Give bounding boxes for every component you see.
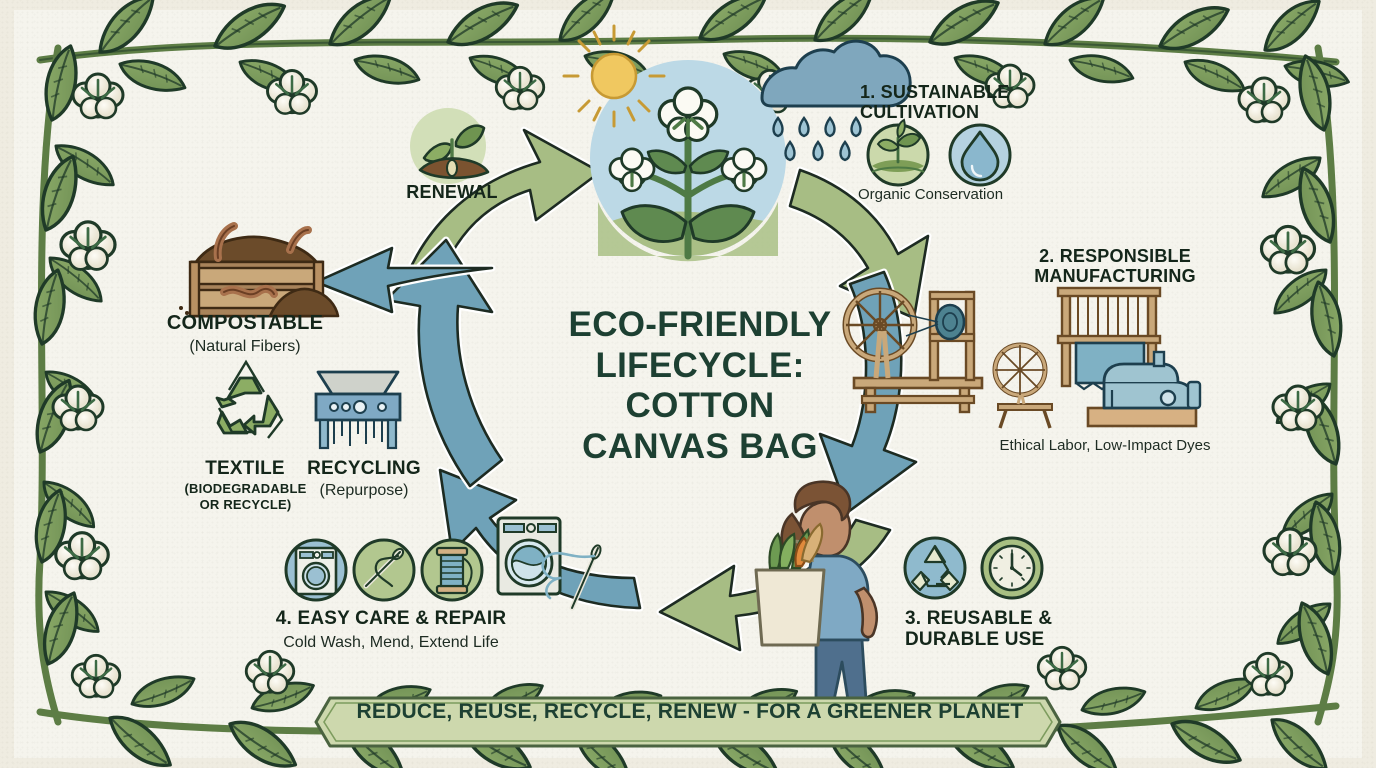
label-easy-care-repair: 4. EASY CARE & REPAIR: [275, 608, 507, 629]
cotton-plant-icon: [608, 86, 768, 260]
label-manufacturing-line-1: 2. RESPONSIBLE: [1039, 246, 1191, 266]
spinning-wheel-small-icon: [992, 342, 1053, 429]
shredder-icon: [314, 370, 402, 450]
washing-machine-icon: [496, 516, 562, 596]
label-reusable-durable-use: 3. REUSABLE & DURABLE USE: [905, 608, 1105, 651]
title-line-3: COTTON: [625, 386, 775, 426]
caption-cold-wash: Cold Wash, Mend, Extend Life: [283, 634, 499, 651]
label-recycling: RECYCLING: [307, 458, 421, 479]
label-cultivation-line-1: 1. SUSTAINABLE: [860, 82, 1010, 102]
organic-field-sprout-icon: [866, 118, 930, 187]
caption-natural-fibers: (Natural Fibers): [189, 338, 301, 355]
banner-slogan: REDUCE, REUSE, RECYCLE, RENEW - FOR A GR…: [356, 700, 1024, 723]
label-reuse-line-1: 3. REUSABLE &: [905, 608, 1053, 629]
title-line-2: LIFECYCLE:: [595, 345, 805, 385]
caption-organic-conservation: Organic Conservation: [858, 186, 1004, 203]
spinning-wheel-icon: [842, 287, 984, 414]
sprout-icon: [410, 108, 490, 184]
caption-ethical-labor: Ethical Labor, Low-Impact Dyes: [999, 437, 1211, 454]
needle-thread-icon: [541, 544, 602, 611]
rain-cloud-icon: [760, 39, 912, 162]
caption-repurpose: (Repurpose): [319, 482, 409, 499]
tote-bag-person-icon: [754, 480, 878, 702]
compost-crate-icon: [179, 222, 340, 318]
water-drop-icon: [948, 123, 1012, 187]
page-title: ECO-FRIENDLY LIFECYCLE: COTTON CANVAS BA…: [545, 305, 855, 467]
sewing-machine-icon: [1086, 350, 1202, 428]
washing-machine-circle-icon: [284, 538, 348, 602]
label-renewal: RENEWAL: [406, 182, 498, 202]
label-reuse-line-2: DURABLE USE: [905, 629, 1045, 651]
label-manufacturing-line-2: MANUFACTURING: [1034, 266, 1196, 287]
caption-textile-line-2: OR RECYCLE): [199, 497, 292, 513]
title-line-4: CANVAS BAG: [582, 426, 818, 466]
needle-thread-circle-icon: [352, 538, 416, 602]
label-responsible-manufacturing: 2. RESPONSIBLE MANUFACTURING: [1005, 246, 1225, 286]
recycle-symbol-icon: [215, 359, 284, 439]
label-textile: TEXTILE: [205, 458, 285, 479]
label-sustainable-cultivation: 1. SUSTAINABLE CULTIVATION: [860, 82, 1060, 122]
ground-arc: [598, 202, 778, 262]
clock-icon: [980, 536, 1044, 600]
caption-biodegradable-or-recycle: (BIODEGRADABLE OR RECYCLE): [178, 481, 313, 514]
thread-spool-circle-icon: [420, 538, 484, 602]
sun-icon: [562, 24, 666, 128]
caption-textile-line-1: (BIODEGRADABLE: [184, 481, 307, 496]
recycle-circle-icon: [903, 536, 967, 600]
title-line-1: ECO-FRIENDLY: [568, 305, 832, 344]
label-compostable: COMPOSTABLE: [166, 312, 324, 334]
label-cultivation-line-2: CULTIVATION: [860, 102, 980, 123]
